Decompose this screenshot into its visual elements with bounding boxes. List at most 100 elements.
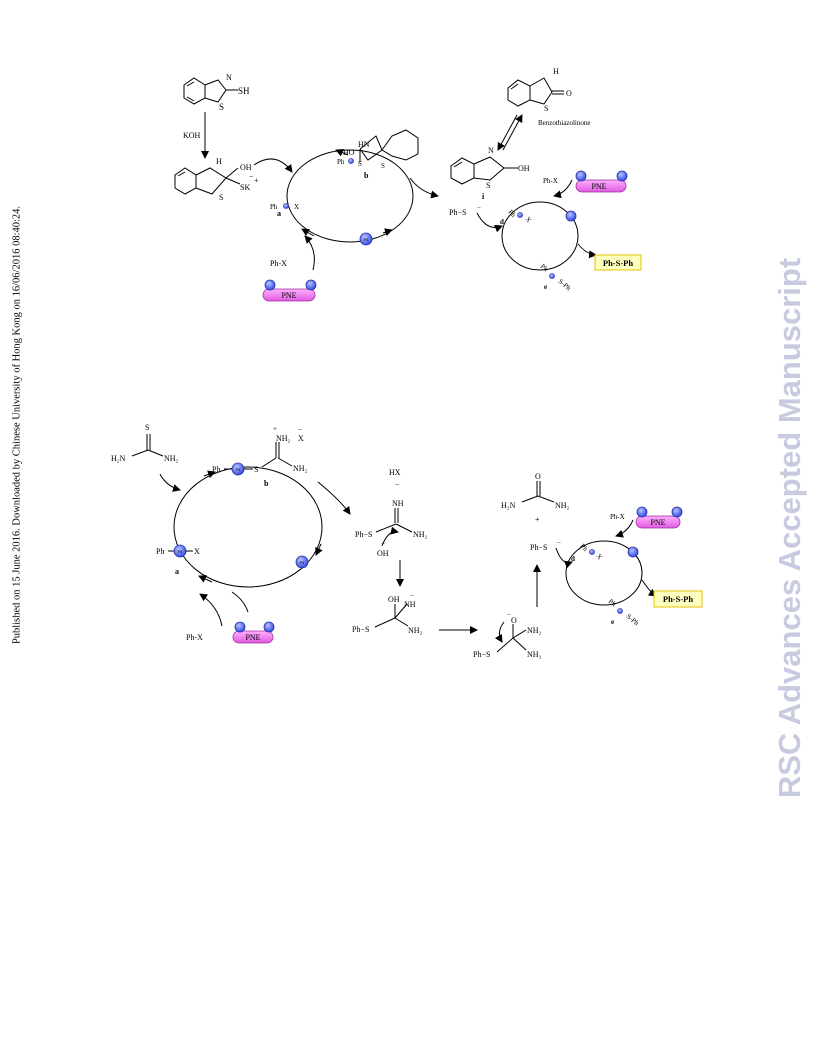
- r-pne-pd-a: [575, 170, 587, 182]
- a2-ph-label: Ph: [156, 547, 164, 556]
- r2-x-label: X: [594, 552, 603, 561]
- cycle3-pd-label: Pd: [300, 560, 304, 565]
- left-phx-label-2: Ph-X: [186, 633, 203, 642]
- thiourea-entry-arrow: [159, 473, 181, 492]
- scheme-1: N SH S KOH H N OH SK + − S: [174, 67, 642, 302]
- urea-o-label: O: [535, 472, 541, 481]
- r2-d-pd-dot: [589, 549, 595, 555]
- int-s-label: S: [219, 193, 223, 202]
- urea-cn-bond-1: [521, 495, 539, 503]
- r2-pne-support: [635, 515, 681, 529]
- e-minus-label: −: [507, 611, 511, 619]
- r-phs-label: Ph−S: [449, 208, 466, 217]
- scheme-2: S H₂N NH₂ Ph Pd S + NH₂ X − NH₂: [111, 423, 703, 659]
- cycle1-top-arrow: [335, 149, 349, 157]
- koh-label: KOH: [183, 131, 201, 140]
- hx-minus-label: −: [395, 480, 400, 489]
- c-nh2-label: NH₂: [413, 530, 428, 539]
- cycle1-bottom-arrow: [301, 228, 315, 237]
- a2-pd-label: Pd: [178, 549, 182, 554]
- species-a2-label: a: [175, 567, 179, 576]
- a-ph-label: Ph: [270, 203, 278, 211]
- r2-e-pd-dot: [617, 608, 623, 614]
- reagent-n-label: N: [226, 73, 232, 82]
- urea-h2n-label: H₂N: [501, 501, 516, 510]
- catalytic-cycle-4: [565, 540, 643, 606]
- r2-thiolate-arrow: [555, 547, 573, 569]
- e-sc-bond: [496, 637, 514, 653]
- benz-h-label: H: [553, 67, 559, 76]
- e-phs-label: Ph−S: [473, 650, 490, 659]
- d-nh-label: NH: [404, 600, 416, 609]
- catalytic-cycle-1: [286, 149, 414, 243]
- r-e-pd-dot: [549, 273, 555, 279]
- int-h-label: H: [216, 157, 222, 166]
- d-oh-label: OH: [388, 595, 400, 604]
- r-phx-arrow: [553, 179, 573, 199]
- b2-x-label: X: [298, 434, 304, 443]
- e-nh2-label: NH₂: [527, 626, 542, 635]
- benz-o-label: O: [566, 89, 572, 98]
- product-box-2: [653, 590, 703, 608]
- r2-pne-pd-a: [636, 506, 648, 518]
- r-pne-support: [575, 179, 627, 193]
- b2-plus-label: +: [273, 425, 277, 433]
- hydroxybenzothiazole-structure: [450, 156, 518, 185]
- pne-pd-ball-3a: [234, 621, 246, 633]
- d-minus-label: −: [410, 592, 414, 600]
- r-d-pd-dot: [517, 212, 523, 218]
- product-label-1: Ph-S-Ph: [603, 258, 634, 268]
- r-pne-pd-b: [616, 170, 628, 182]
- benz-n-label: N: [550, 81, 551, 83]
- catalytic-cycle-2: [501, 201, 579, 271]
- e-cnh2-bond: [512, 629, 527, 639]
- c-phs-label: Ph−S: [355, 530, 372, 539]
- thio-h2n-label: H₂N: [111, 454, 126, 463]
- thio-nh2-label: NH₂: [164, 454, 179, 463]
- cycle3-exit-arrow: [317, 481, 351, 515]
- b-s-label: S: [358, 160, 362, 168]
- reagent-s-label: S: [219, 102, 224, 112]
- b-hn-label: HN: [358, 140, 370, 149]
- r2-ph-label: Ph: [578, 542, 589, 553]
- r-ph-label: Ph: [506, 208, 517, 219]
- catalytic-cycle-3: [173, 466, 323, 588]
- int-sk-label: SK: [240, 183, 250, 192]
- thiourea-cn-bond-2: [147, 449, 164, 457]
- pne-label-1: PNE: [281, 291, 296, 300]
- equilibrium-arrow-up: [502, 114, 523, 151]
- e-o-label: O: [511, 616, 517, 625]
- species-b2-label: b: [264, 479, 269, 488]
- cycle3-right-arrow: [315, 543, 323, 556]
- product-box-1: [594, 254, 642, 271]
- r2-minus-label: −: [557, 539, 561, 547]
- d-nh2-label: NH₂: [408, 626, 423, 635]
- d-phs-label: Ph−S: [352, 625, 369, 634]
- thiolate-intermediate-structure: [174, 167, 241, 195]
- oh-n-label: N: [488, 146, 494, 155]
- hx-label: HX: [389, 468, 401, 477]
- r2-phx-label: Ph-X: [610, 513, 625, 521]
- int-n-label: N: [208, 167, 209, 169]
- species-b-label: b: [364, 171, 369, 180]
- r-pne-label: PNE: [591, 182, 606, 191]
- urea-cn-bond-2: [537, 495, 555, 503]
- e-cnh3-bond: [512, 637, 527, 651]
- phx-entry-arrow-3: [199, 593, 223, 627]
- pne-entry-arrow-3: [231, 591, 249, 613]
- product-label-2: Ph-S-Ph: [663, 594, 694, 604]
- r-phx-label: Ph-X: [543, 177, 558, 185]
- thiolate-entry-arrow: [253, 158, 293, 173]
- equilibrium-arrow-down: [497, 114, 518, 151]
- c-nh-label: NH: [392, 499, 404, 508]
- int-oh-label: OH: [240, 163, 252, 172]
- b2-ph-label: Ph: [212, 465, 220, 474]
- reagent-sh-label: SH: [238, 86, 250, 96]
- b-ho-label: HO: [343, 148, 355, 157]
- cycle3-top-arrow: [203, 470, 216, 479]
- r-cycle-pd-ball: [565, 210, 577, 222]
- mercaptobenzothiazole-structure: [183, 77, 238, 105]
- exit-arrow-1: [409, 177, 439, 199]
- oh-s-label: S: [486, 181, 490, 190]
